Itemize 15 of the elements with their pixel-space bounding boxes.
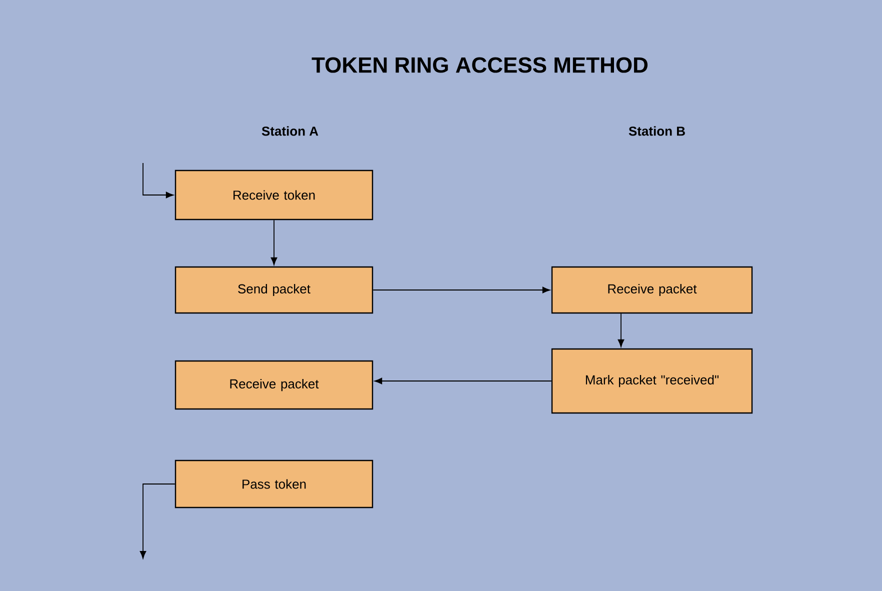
column-heading: Station A <box>262 126 318 136</box>
arrow <box>142 162 174 198</box>
process-box: Mark packet "received" <box>551 348 753 414</box>
process-box: Receive packet <box>551 266 753 314</box>
process-box: Send packet <box>174 266 374 314</box>
arrow <box>270 220 278 266</box>
column-heading: Station B <box>628 126 685 136</box>
process-box: Receive packet <box>174 360 374 410</box>
process-box: Receive token <box>174 170 374 220</box>
arrow <box>618 313 624 348</box>
title: TOKEN RING ACCESS METHOD <box>312 57 648 73</box>
arrow <box>140 484 176 559</box>
process-box: Pass token <box>174 460 374 508</box>
arrow <box>374 378 552 384</box>
arrow <box>372 286 550 294</box>
